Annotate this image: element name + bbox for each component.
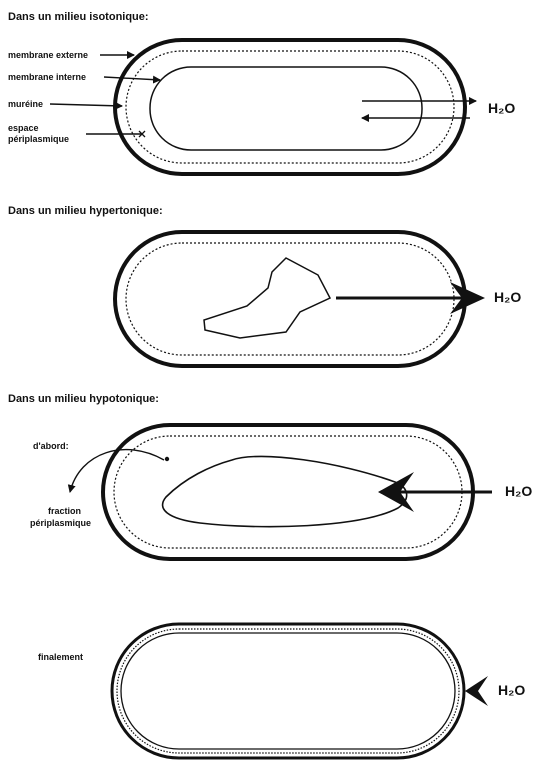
inner-membrane-shape xyxy=(150,67,422,150)
outer-membrane-shape xyxy=(115,40,465,174)
periplasm-dot xyxy=(165,457,169,461)
water-label-hypertonic: H₂O xyxy=(494,289,521,305)
label-finally: finalement xyxy=(38,652,83,662)
shrunken-cytoplasm xyxy=(204,258,330,338)
final-murein-shape xyxy=(117,629,459,753)
label-fraction-2: périplasmique xyxy=(30,518,91,528)
water-label-hypotonic: H₂O xyxy=(505,483,532,499)
label-murein: muréine xyxy=(8,99,43,109)
label-fraction-1: fraction xyxy=(48,506,81,516)
label-periplasmic-space-2: périplasmique xyxy=(8,134,69,144)
water-in-arrow-head-final xyxy=(465,676,488,706)
water-label-isotonic: H₂O xyxy=(488,100,515,116)
curved-arrow xyxy=(70,450,164,492)
pointer-inner-membrane xyxy=(104,77,160,80)
panel-final: finalement H₂O xyxy=(38,624,525,758)
label-inner-membrane: membrane interne xyxy=(8,72,86,82)
label-first: d'abord: xyxy=(33,441,69,451)
panel-title-hypertonic: Dans un milieu hypertonique: xyxy=(8,205,163,217)
panel-title-hypotonic: Dans un milieu hypotonique: xyxy=(8,393,159,405)
label-outer-membrane: membrane externe xyxy=(8,50,88,60)
label-periplasmic-space-1: espace xyxy=(8,123,39,133)
final-outer-shape xyxy=(112,624,464,758)
panel-hypertonic: Dans un milieu hypertonique: H₂O xyxy=(8,205,521,366)
panel-title-isotonic: Dans un milieu isotonique: xyxy=(8,11,149,23)
panel-isotonic: Dans un milieu isotonique: membrane exte… xyxy=(8,11,515,174)
water-label-final: H₂O xyxy=(498,682,525,698)
final-inner-shape xyxy=(121,633,455,749)
panel-hypotonic: Dans un milieu hypotonique: d'abord: fra… xyxy=(8,393,532,559)
swollen-cytoplasm xyxy=(163,456,407,526)
pointer-murein xyxy=(50,104,122,106)
